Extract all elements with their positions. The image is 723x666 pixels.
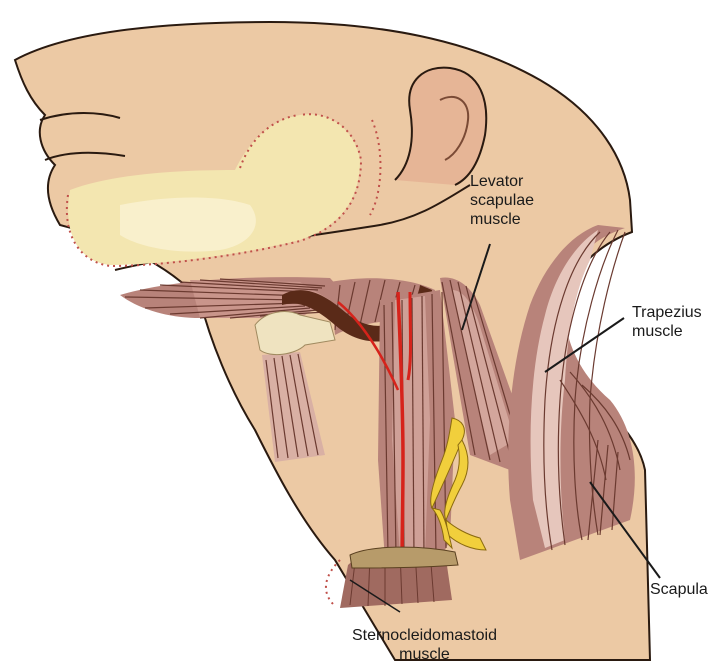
label-scapula: Scapula bbox=[650, 580, 708, 599]
mandible-shading bbox=[120, 198, 256, 252]
label-sternocleidomastoid: Sternocleidomastoid muscle bbox=[352, 626, 497, 664]
label-trapezius: Trapezius muscle bbox=[632, 303, 702, 341]
clavicle-dotted-outline bbox=[326, 560, 340, 606]
label-levator-scapulae: Levator scapulae muscle bbox=[470, 172, 534, 229]
clavicle-bone bbox=[350, 547, 458, 568]
